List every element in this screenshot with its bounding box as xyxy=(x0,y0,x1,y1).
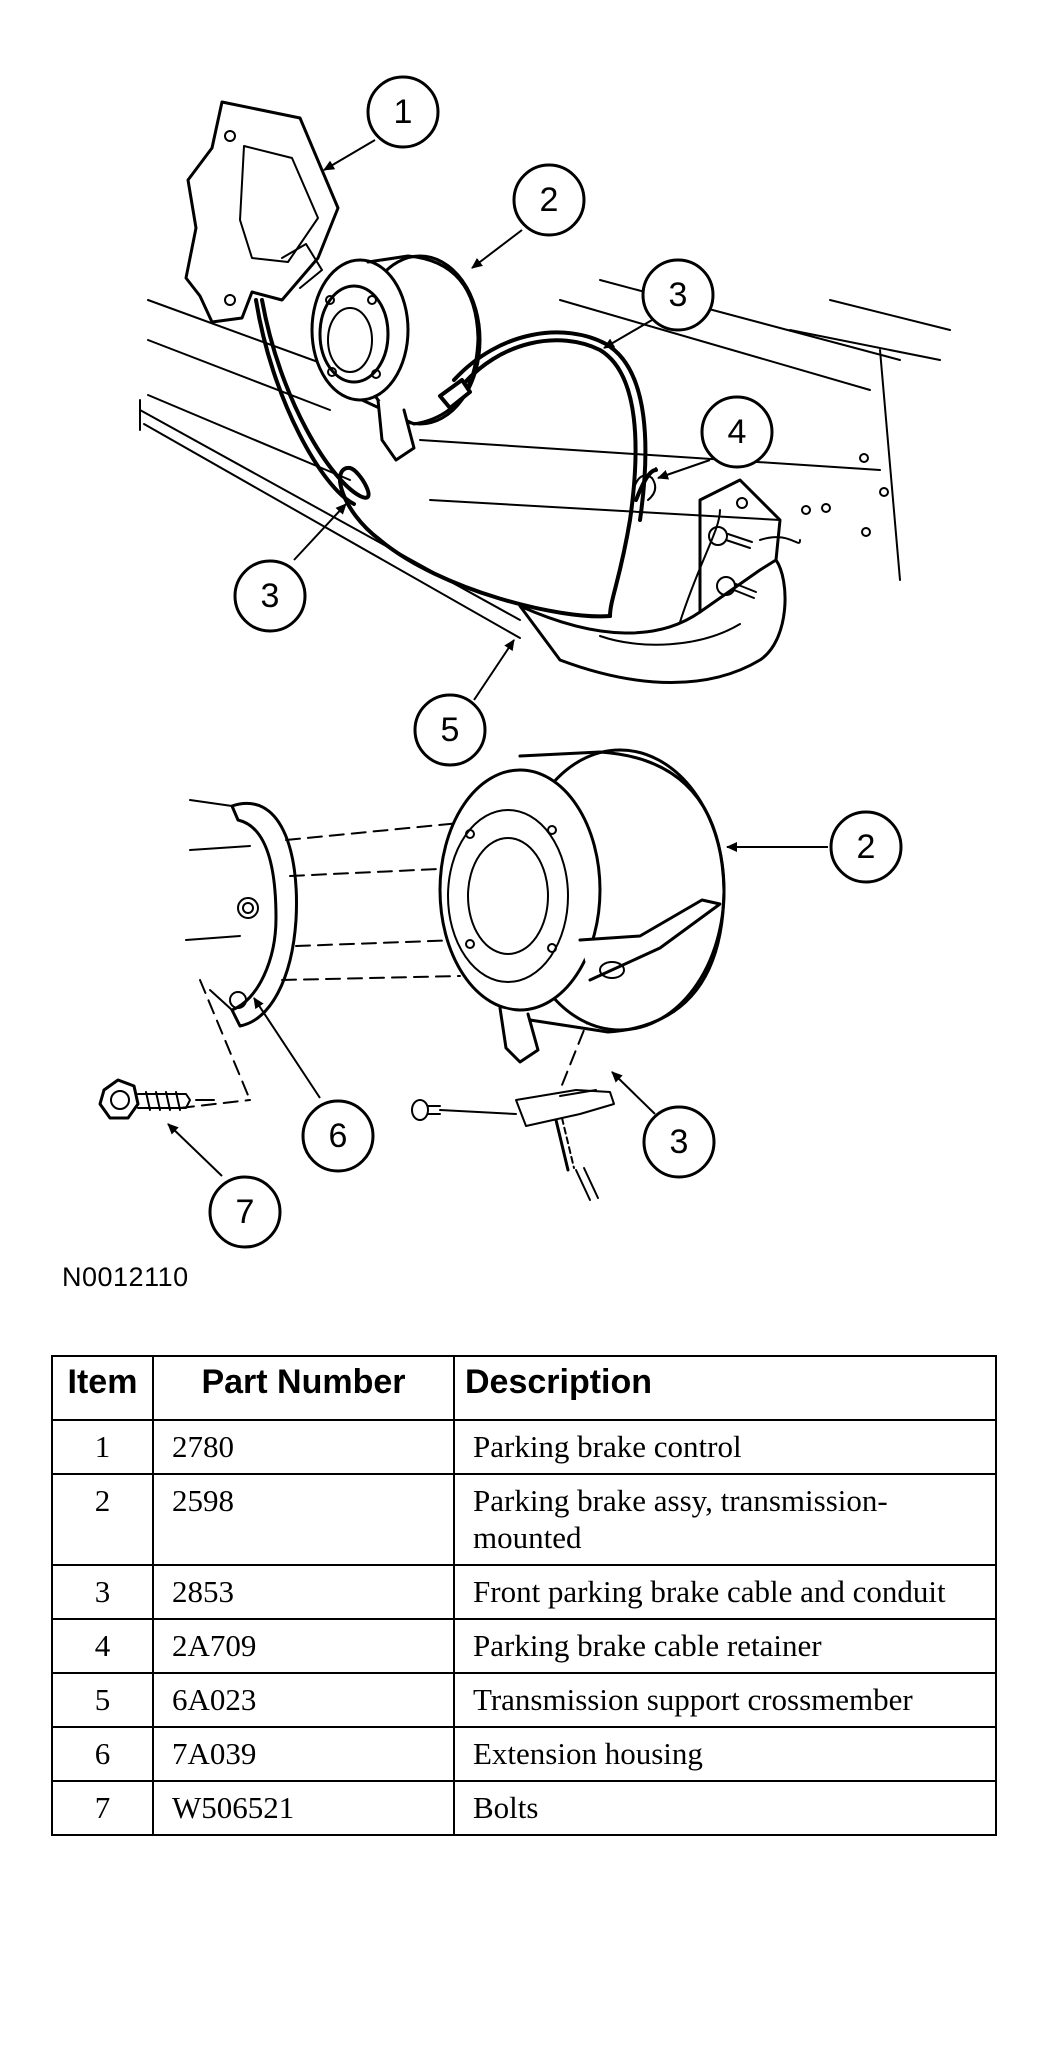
leader-3b xyxy=(293,503,347,561)
leader-lines xyxy=(167,139,828,1177)
table-row: 7 W506521 Bolts xyxy=(51,1780,997,1836)
table-row: 5 6A023 Transmission support crossmember xyxy=(51,1672,997,1728)
description-cell: Front parking brake cable and conduit xyxy=(453,1564,997,1620)
leader-4 xyxy=(657,459,711,480)
leader-6 xyxy=(253,997,321,1099)
upper-assembly-view xyxy=(139,100,951,684)
table-header-row: Item Part Number Description xyxy=(51,1355,997,1421)
callouts: 1 2 3 4 3 5 2 6 xyxy=(208,75,903,1249)
part-number-cell: 6A023 xyxy=(152,1672,455,1728)
item-cell: 6 xyxy=(51,1726,154,1782)
table-row: 2 2598 Parking brake assy, transmission-… xyxy=(51,1473,997,1566)
callout-2a-label: 2 xyxy=(540,181,559,219)
callout-2b: 2 xyxy=(829,810,903,884)
callout-5: 5 xyxy=(413,693,487,767)
parking-brake-diagram: 1 2 3 4 3 5 2 6 xyxy=(98,75,951,1249)
callout-1: 1 xyxy=(366,75,440,149)
cable-end-fitting xyxy=(411,1089,615,1201)
item-cell: 1 xyxy=(51,1419,154,1475)
header-part-number: Part Number xyxy=(152,1355,455,1421)
callout-1-label: 1 xyxy=(394,93,413,131)
table-row: 6 7A039 Extension housing xyxy=(51,1726,997,1782)
figure-code: N0012110 xyxy=(62,1262,189,1292)
callout-2b-label: 2 xyxy=(857,828,876,866)
leader-1 xyxy=(323,139,376,171)
item-cell: 3 xyxy=(51,1564,154,1620)
header-description: Description xyxy=(453,1355,997,1421)
part-number-cell: 7A039 xyxy=(152,1726,455,1782)
callout-7: 7 xyxy=(208,1175,282,1249)
description-cell: Extension housing xyxy=(453,1726,997,1782)
callout-3c: 3 xyxy=(642,1105,716,1179)
callout-3a: 3 xyxy=(641,258,715,332)
callout-2a: 2 xyxy=(512,163,586,237)
leader-3c xyxy=(611,1071,656,1115)
transmission-support-crossmember xyxy=(518,478,801,684)
part-number-cell: W506521 xyxy=(152,1780,455,1836)
alignment-lines xyxy=(179,821,601,1109)
callout-3c-label: 3 xyxy=(670,1123,689,1161)
item-cell: 4 xyxy=(51,1618,154,1674)
table-row: 4 2A709 Parking brake cable retainer xyxy=(51,1618,997,1674)
part-number-cell: 2853 xyxy=(152,1564,455,1620)
callout-7-label: 7 xyxy=(236,1193,255,1231)
item-cell: 2 xyxy=(51,1473,154,1566)
lower-exploded-view xyxy=(98,748,726,1201)
part-number-cell: 2780 xyxy=(152,1419,455,1475)
description-cell: Parking brake assy, transmission-mounted xyxy=(453,1473,997,1566)
parts-table: Item Part Number Description 1 2780 Park… xyxy=(51,1355,997,1836)
callout-5-label: 5 xyxy=(441,711,460,749)
leader-5 xyxy=(473,639,515,701)
extension-housing xyxy=(185,799,298,1028)
description-cell: Bolts xyxy=(453,1780,997,1836)
description-cell: Transmission support crossmember xyxy=(453,1672,997,1728)
part-number-cell: 2A709 xyxy=(152,1618,455,1674)
table-row: 1 2780 Parking brake control xyxy=(51,1419,997,1475)
leader-2a xyxy=(471,229,523,269)
frame-rivets xyxy=(736,453,889,537)
callout-4: 4 xyxy=(700,395,774,469)
callout-3a-label: 3 xyxy=(669,276,688,314)
parking-brake-control xyxy=(184,100,340,324)
parking-brake-drum-lower xyxy=(438,748,726,1064)
item-cell: 5 xyxy=(51,1672,154,1728)
callout-3b: 3 xyxy=(233,559,307,633)
description-cell: Parking brake cable retainer xyxy=(453,1618,997,1674)
frame-rail-lines xyxy=(139,279,951,639)
callout-3b-label: 3 xyxy=(261,577,280,615)
crossmember-bolt-1 xyxy=(708,526,753,549)
table-row: 3 2853 Front parking brake cable and con… xyxy=(51,1564,997,1620)
bolt xyxy=(98,1078,215,1120)
header-item: Item xyxy=(51,1355,154,1421)
parking-brake-cable-retainer xyxy=(633,467,657,501)
crossmember-bolt-2 xyxy=(716,576,757,599)
leader-3a xyxy=(603,319,653,349)
leader-7 xyxy=(167,1123,223,1177)
item-cell: 7 xyxy=(51,1780,154,1836)
callout-6-label: 6 xyxy=(329,1117,348,1155)
callout-4-label: 4 xyxy=(728,413,747,451)
callout-6: 6 xyxy=(301,1099,375,1173)
part-number-cell: 2598 xyxy=(152,1473,455,1566)
parking-brake-drum-upper xyxy=(310,254,482,462)
description-cell: Parking brake control xyxy=(453,1419,997,1475)
